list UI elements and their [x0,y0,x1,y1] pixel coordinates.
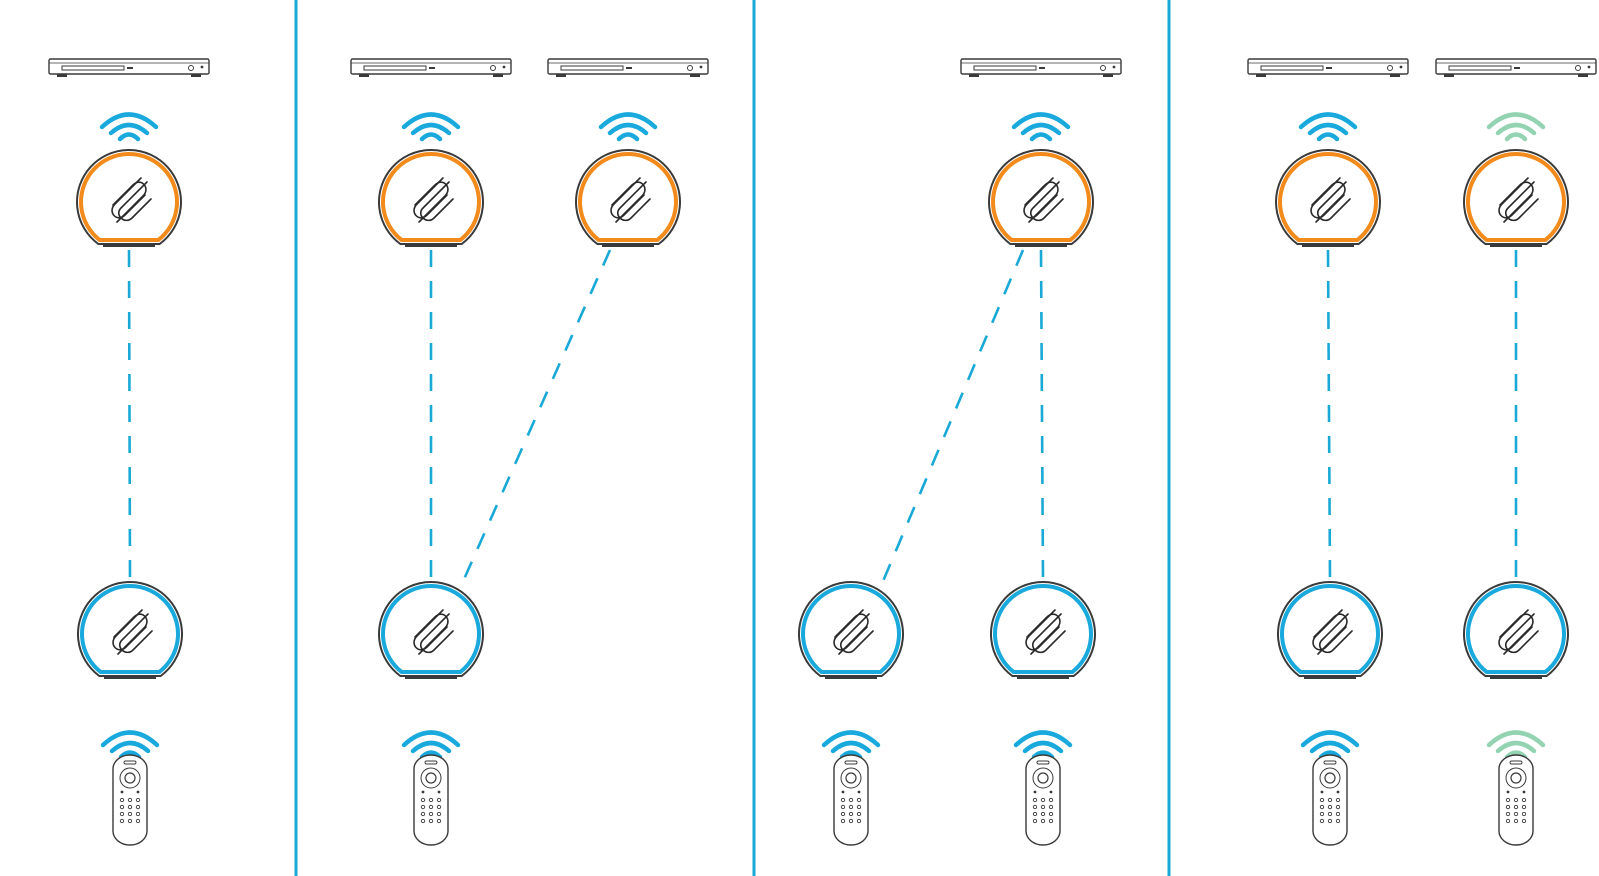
receiver-hub-icon [77,581,183,679]
ir-signal-icon [1298,112,1358,142]
dvd-player-icon [960,58,1122,78]
pairing-link-line [879,249,1025,587]
pairing-links [127,249,1518,587]
remote-control-icon [112,754,148,846]
dvd-player-icon [1247,58,1409,78]
dividers [294,0,1171,876]
transmitter-hub-icon [378,149,484,247]
ir-signal-icon [1011,112,1071,142]
ir-signal-icon [401,112,461,142]
dvd-player-icon [350,58,512,78]
receiver-hub-icon [378,581,484,679]
scenario-two-independent-pairs [1247,58,1597,846]
ir-signal-icon [99,112,159,142]
transmitter-hub-icon [988,149,1094,247]
remote-control-icon [1312,754,1348,846]
pairing-link-line [1039,249,1045,581]
remote-control-icon [1498,754,1534,846]
scenario-one-to-one [48,58,210,846]
dvd-player-icon [547,58,709,78]
transmitter-hub-icon [575,149,681,247]
ir-signal-icon [1013,730,1073,760]
pairing-link-line [459,249,612,587]
receiver-hub-icon [798,581,904,679]
ir-signal-icon [598,112,658,142]
receiver-hub-icon [1463,581,1569,679]
scenario-one-player-two-remotes [798,58,1122,846]
devices [48,58,1597,846]
dvd-player-icon [1435,58,1597,78]
remote-control-icon [833,754,869,846]
ir-signal-icon [1486,730,1546,760]
ir-signal-icon [100,730,160,760]
receiver-hub-icon [990,581,1096,679]
pairing-link-line [127,249,132,581]
pairing-link-line [1326,249,1332,581]
ir-signal-icon [1486,112,1546,142]
ir-signal-icon [401,730,461,760]
ir-signal-icon [821,730,881,760]
transmitter-hub-icon [76,149,182,247]
transmitter-hub-icon [1275,149,1381,247]
scenario-two-players-one-remote [350,58,709,846]
ir-signal-icon [1300,730,1360,760]
receiver-hub-icon [1277,581,1383,679]
transmitter-hub-icon [1463,149,1569,247]
remote-control-icon [413,754,449,846]
dvd-player-icon [48,58,210,78]
remote-control-icon [1025,754,1061,846]
